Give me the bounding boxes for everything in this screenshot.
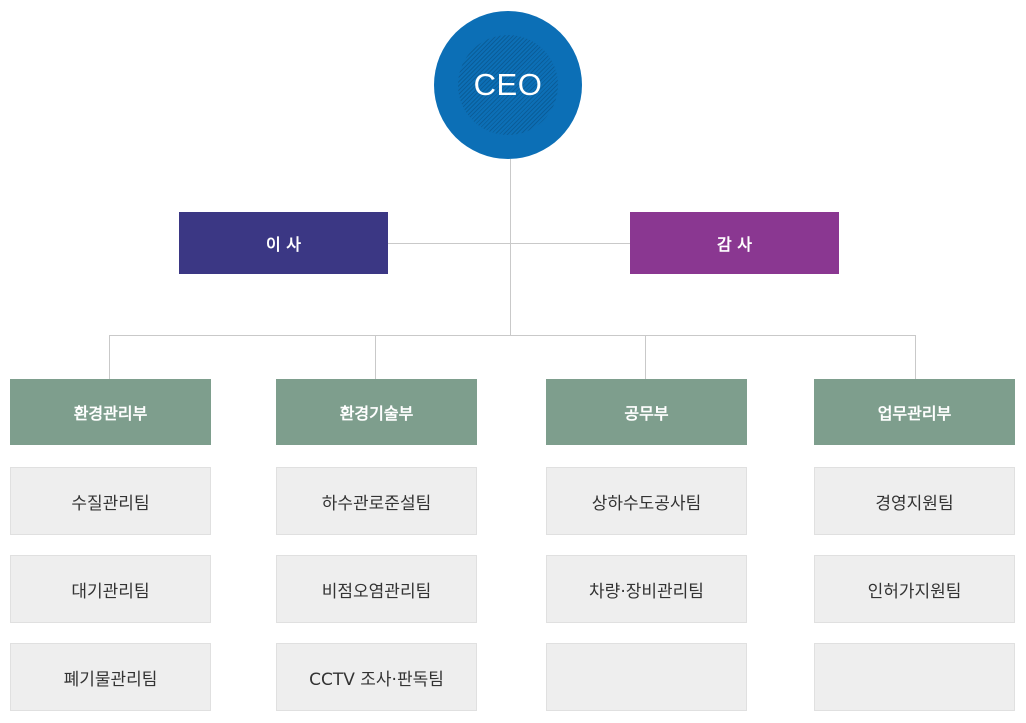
team-node: 대기관리팀 <box>10 555 211 623</box>
dept-4-drop-line <box>915 335 916 379</box>
team-node: 상하수도공사팀 <box>546 467 747 535</box>
department-node: 환경기술부 <box>276 379 477 445</box>
team-node-empty <box>546 643 747 711</box>
department-node: 업무관리부 <box>814 379 1015 445</box>
ceo-hatch-pattern <box>458 35 558 135</box>
departments-horizontal-line <box>109 335 916 336</box>
board-node: 이 사 <box>179 212 388 274</box>
team-node: 인허가지원팀 <box>814 555 1015 623</box>
dept-3-drop-line <box>645 335 646 379</box>
dept-2-drop-line <box>375 335 376 379</box>
team-node: 하수관로준설팀 <box>276 467 477 535</box>
ceo-label: CEO <box>473 67 543 102</box>
team-node: 수질관리팀 <box>10 467 211 535</box>
team-node: 비점오염관리팀 <box>276 555 477 623</box>
team-node: 폐기물관리팀 <box>10 643 211 711</box>
department-node: 환경관리부 <box>10 379 211 445</box>
ceo-connector-line <box>510 159 511 335</box>
department-node: 공무부 <box>546 379 747 445</box>
ceo-node: CEO <box>434 11 582 159</box>
board-auditor-connector-line <box>388 243 630 244</box>
team-node: CCTV 조사·판독팀 <box>276 643 477 711</box>
team-node: 차량·장비관리팀 <box>546 555 747 623</box>
team-node-empty <box>814 643 1015 711</box>
auditor-node: 감 사 <box>630 212 839 274</box>
dept-1-drop-line <box>109 335 110 379</box>
team-node: 경영지원팀 <box>814 467 1015 535</box>
